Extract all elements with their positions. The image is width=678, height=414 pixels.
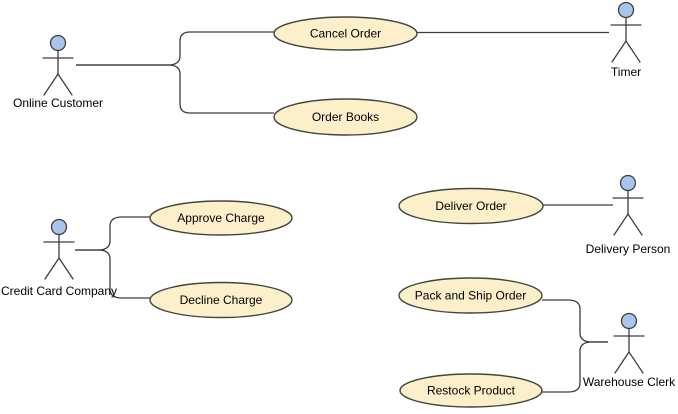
- actor-timer[interactable]: Timer: [610, 1, 642, 80]
- actor-label: Delivery Person: [586, 242, 671, 256]
- usecase-ellipse: [273, 16, 418, 51]
- stick-figure-icon: [43, 233, 75, 280]
- association-credit-card-company-decline-charge[interactable]: [75, 249, 150, 299]
- usecase-label: Pack and Ship Order: [415, 289, 526, 303]
- actor-head-icon: [49, 34, 67, 52]
- actor-label: Warehouse Clerk: [583, 375, 676, 389]
- usecase-label: Order Books: [312, 110, 379, 124]
- usecase-ellipse: [398, 277, 543, 314]
- usecase-order-books[interactable]: Order Books: [273, 98, 418, 136]
- actor-online-customer[interactable]: Online Customer: [13, 34, 103, 111]
- stick-figure-icon: [612, 189, 644, 236]
- usecase-ellipse: [399, 373, 543, 408]
- actor-delivery-person[interactable]: Delivery Person: [586, 174, 671, 257]
- associations: [75, 31, 613, 393]
- actor-head-icon: [617, 1, 635, 19]
- usecase-ellipse: [398, 187, 544, 225]
- usecase-label: Restock Product: [427, 384, 516, 398]
- stick-figure-icon: [42, 49, 74, 96]
- usecase-label: Deliver Order: [435, 199, 506, 213]
- usecase-deliver-order[interactable]: Deliver Order: [398, 187, 544, 225]
- actor-head-icon: [619, 174, 637, 192]
- actor-credit-card-company[interactable]: Credit Card Company: [1, 218, 117, 299]
- usecase-label: Decline Charge: [180, 293, 263, 307]
- usecase-cancel-order[interactable]: Cancel Order: [273, 16, 418, 51]
- association-credit-card-company-approve-charge[interactable]: [75, 216, 150, 251]
- association-online-customer-cancel-order[interactable]: [76, 31, 274, 66]
- actor-label: Credit Card Company: [1, 284, 117, 298]
- usecase-ellipse: [149, 200, 293, 236]
- usecase-label: Cancel Order: [310, 27, 381, 41]
- actor-warehouse-clerk[interactable]: Warehouse Clerk: [583, 312, 676, 390]
- association-warehouse-clerk-restock-product[interactable]: [542, 341, 608, 393]
- actor-head-icon: [50, 218, 68, 236]
- usecase-approve-charge[interactable]: Approve Charge: [149, 200, 293, 236]
- usecase-pack-and-ship-order[interactable]: Pack and Ship Order: [398, 277, 543, 314]
- usecase-ellipse: [149, 281, 293, 319]
- actor-label: Timer: [611, 65, 641, 79]
- usecase-label: Approve Charge: [177, 211, 265, 225]
- stick-figure-icon: [610, 16, 642, 63]
- stick-figure-icon: [613, 327, 645, 374]
- usecase-decline-charge[interactable]: Decline Charge: [149, 281, 293, 319]
- usecase-restock-product[interactable]: Restock Product: [399, 373, 543, 408]
- actor-label: Online Customer: [13, 96, 103, 110]
- association-warehouse-clerk-pack-and-ship-order[interactable]: [542, 299, 608, 343]
- usecase-ellipse: [273, 98, 418, 136]
- association-online-customer-order-books[interactable]: [76, 64, 274, 114]
- actor-head-icon: [620, 312, 638, 330]
